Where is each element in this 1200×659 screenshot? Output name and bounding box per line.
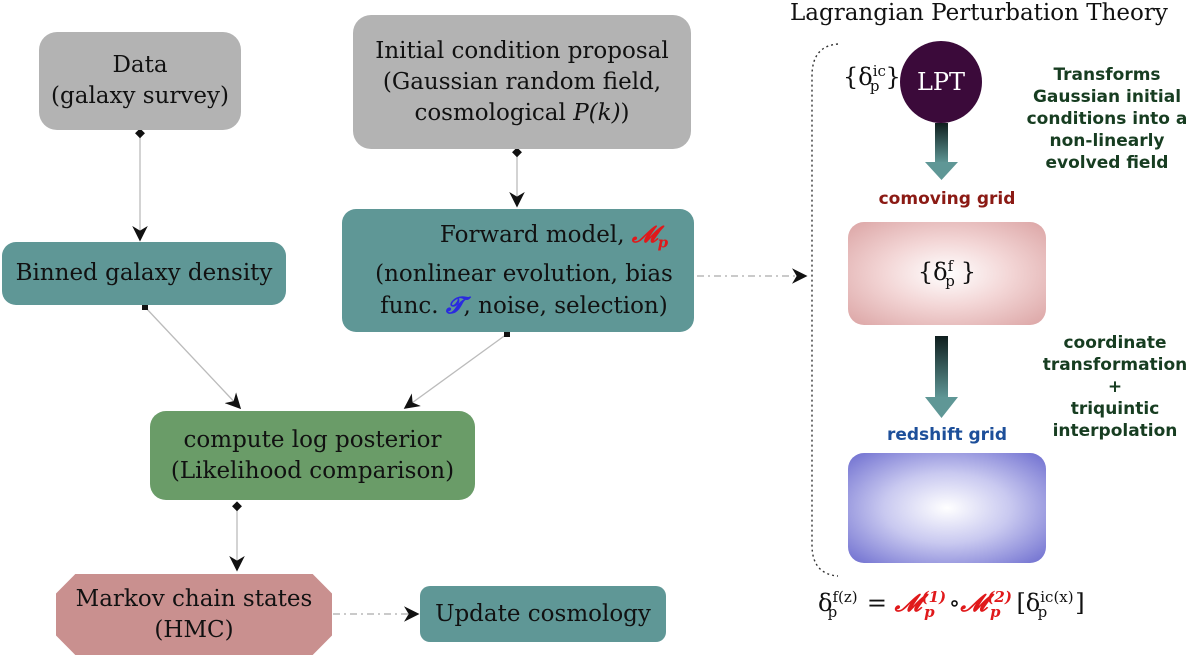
transforms-annotation: Transforms Gaussian initial conditions i… [1026,65,1188,173]
forward-model-symbol: 𝓜p [631,221,669,252]
posterior-line1: compute log posterior [183,426,442,453]
lpt-node: LPT [900,41,982,123]
markov-chain-node: Markov chain states (HMC) [56,574,332,655]
update-cosmology-node: Update cosmology [420,586,666,642]
markov-line2: (HMC) [154,616,234,643]
edge-forward-posterior [403,333,508,409]
data-node: Data (galaxy survey) [39,32,241,130]
ic-line1: Initial condition proposal [375,37,669,64]
markov-line1: Markov chain states [75,585,313,612]
ic-line3: cosmological P(k)) [414,99,630,126]
data-node-line2: (galaxy survey) [51,83,229,109]
comoving-to-redshift-arrow [925,336,958,418]
lpt-to-comoving-arrow [925,123,958,180]
pk-symbol: P(k) [573,99,621,126]
posterior-line2: (Likelihood comparison) [170,457,455,484]
panel-brace [811,43,839,577]
edge-binned-posterior [144,306,242,410]
initial-condition-node: Initial condition proposal (Gaussian ran… [353,15,691,149]
comoving-field-symbol: {δfp} [917,257,977,290]
lpt-label: LPT [916,68,966,96]
model-symbol-2: 𝓜(2)p [960,588,1012,621]
bias-function-symbol: 𝓣 [445,291,464,319]
panel-title: Lagrangian Perturbation Theory [790,0,1168,26]
forward-line2: (nonlinear evolution, bias [375,260,673,287]
forward-line1: Forward model, 𝓜p [439,221,669,252]
comoving-grid-label: comoving grid [878,189,1016,209]
equation: δf(z)p = 𝓜(1)p∘𝓜(2)p[δic(x)p] [818,588,1085,621]
update-label: Update cosmology [435,600,651,627]
posterior-node: compute log posterior (Likelihood compar… [150,411,475,500]
binned-density-node: Binned galaxy density [2,242,286,305]
forward-model-node: Forward model, 𝓜p (nonlinear evolution, … [342,209,694,332]
redshift-grid-label: redshift grid [886,425,1008,445]
coordinate-annotation: coordinate transformation + triquintic i… [1042,333,1188,441]
forward-line3: func. 𝓣, noise, selection) [380,291,668,319]
comoving-grid: {δfp} [848,222,1046,325]
redshift-grid [848,453,1046,563]
model-symbol-1: 𝓜(1)p [894,588,947,621]
binned-label: Binned galaxy density [15,260,273,286]
ic-field-symbol: {δicp} [843,62,901,95]
ic-line2: (Gaussian random field, [382,68,662,95]
data-node-line1: Data [112,52,168,78]
